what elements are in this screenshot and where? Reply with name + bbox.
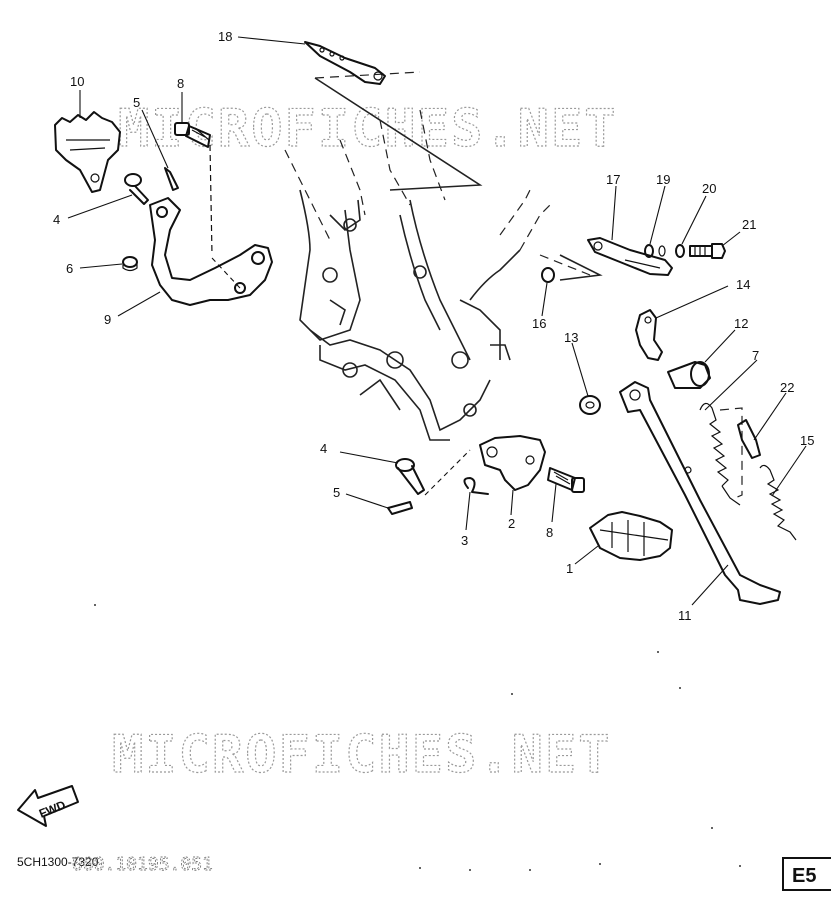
part-22-sleeve [737,419,761,459]
specks [94,604,741,871]
assembly-lines [211,257,471,496]
callout-8-lower: 8 [546,525,553,540]
part-8-bolt-top [174,122,211,148]
diagram-code: 5CH1300-7320 [17,855,99,869]
callout-12: 12 [734,316,748,331]
part-3-clip [463,477,489,495]
callout-13: 13 [564,330,578,345]
callout-15: 15 [800,433,814,448]
part-15-spring [759,464,797,541]
watermark-bottom: MICROFICHES.NET [112,725,612,785]
part-12-collar [667,361,711,389]
part-10-footpeg [54,111,121,193]
part-7-spring [699,402,743,506]
callout-17: 17 [606,172,620,187]
callout-9: 9 [104,312,111,327]
part-4-pin-lower [395,458,425,495]
part-8-bolt-lower [547,467,585,493]
callout-3: 3 [461,533,468,548]
fwd-label: FWD [37,797,68,820]
callout-14: 14 [736,277,750,292]
fwd-arrow: FWD [17,785,79,827]
ghost-number: 000.10195.051 [72,854,213,875]
callout-10: 10 [70,74,84,89]
part-5-pin-top [164,167,179,191]
part-5-pin-lower [387,501,413,515]
part-14-bracket [635,309,663,361]
part-16-nut [541,267,555,283]
part-13-nut [579,395,601,415]
part-20-washer [675,244,685,258]
callouts: 18 10 8 5 4 6 9 17 19 20 21 14 16 13 12 … [53,29,814,623]
part-1-footpeg [589,511,673,561]
frame-outline [284,71,603,441]
part-2-bracket [479,435,546,491]
part-6-nut [122,256,138,272]
callout-11: 11 [678,608,692,623]
part-4-pin-top [124,173,149,205]
watermark-top: MICROFICHES.NET [118,99,618,159]
part-19-washer [644,244,666,258]
callout-21: 21 [742,217,756,232]
callout-22: 22 [780,380,794,395]
callout-16: 16 [532,316,546,331]
callout-20: 20 [702,181,716,196]
part-21-bolt [689,243,726,259]
callout-4-lower: 4 [320,441,327,456]
part-18-bracket [304,41,386,85]
callout-7: 7 [752,348,759,363]
callout-1: 1 [566,561,573,576]
page-label: E5 [792,865,816,887]
part-11-sidestand [619,381,781,605]
part-9-pedal-arm [149,144,273,306]
callout-5-lower: 5 [333,485,340,500]
callout-2: 2 [508,516,515,531]
callout-6: 6 [66,261,73,276]
callout-19: 19 [656,172,670,187]
callout-5-top: 5 [133,95,140,110]
part-17-footpeg [587,237,673,276]
callout-18: 18 [218,29,232,44]
callout-4-top: 4 [53,212,60,227]
page-box: E5 [782,857,831,891]
callout-8-top: 8 [177,76,184,91]
